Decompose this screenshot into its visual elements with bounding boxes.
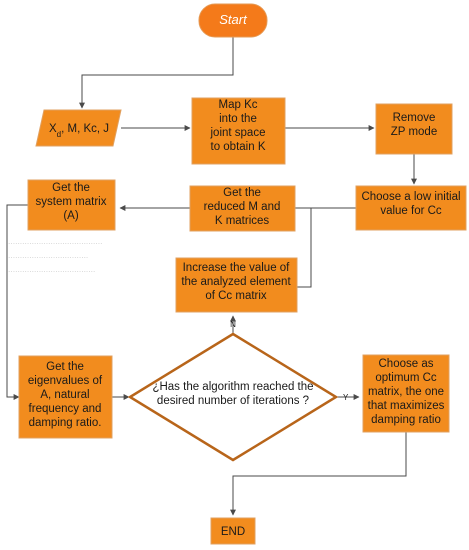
node-label-line: Choose a low initial	[361, 191, 460, 203]
end-label: END	[221, 526, 245, 538]
node-label-line: frequency and	[29, 403, 102, 415]
map-kc-node	[191, 97, 286, 165]
node-label-line: matrix, the one	[368, 386, 444, 398]
reduced-matrices-label: Get the reduced M and K matrices	[204, 187, 281, 227]
ghost-text-1: ........................................	[8, 236, 103, 246]
node-label-line: into the	[219, 113, 257, 125]
node-label-line: system matrix	[36, 196, 107, 208]
node-label-line: desired number of iterations ?	[157, 395, 309, 407]
remove-zp-node	[375, 103, 453, 155]
node-label-line: to obtain K	[211, 141, 266, 153]
eigenvalues-label: Get the eigenvalues of A, natural frequency…	[28, 361, 103, 429]
node-label-line: damping ratio.	[29, 417, 102, 429]
increase-cc-label: Increase the value of the analyzed elemen…	[181, 262, 291, 302]
node-label-line: optimum Cc	[375, 372, 437, 384]
remove-zp-label: Remove ZP mode	[391, 112, 437, 138]
map-kc-label: Map Kc into the joint space to obtain K	[210, 99, 266, 153]
edge-optimum-to-end	[230, 432, 407, 516]
connectors	[6, 37, 417, 516]
node-label-line: eigenvalues of	[28, 375, 103, 387]
node-label-line: Remove	[393, 112, 436, 124]
inputs-node	[35, 109, 122, 147]
optimum-label: Choose as optimum Cc matrix, the one that m…	[368, 358, 445, 426]
choose-initial-node	[355, 185, 467, 231]
node-label-line: of Cc matrix	[205, 290, 267, 302]
decision-node	[127, 332, 339, 462]
node-label-line: Map Kc	[219, 99, 258, 111]
edge-label-no: N	[230, 320, 236, 329]
node-label-line: Increase the value of	[183, 262, 291, 274]
node-label-line: damping ratio	[371, 414, 441, 426]
end-node	[210, 517, 256, 545]
increase-cc-node	[175, 257, 298, 313]
eigenvalues-node	[18, 355, 113, 439]
ghost-text-2: ..................................	[8, 250, 89, 260]
ghost-text-3: .....................................	[8, 264, 96, 274]
reduced-matrices-node	[189, 185, 296, 232]
node-label-line: Choose as	[379, 358, 434, 370]
inputs-label: Xd, M, Kc, J	[49, 123, 109, 139]
node-label-line: (A)	[63, 210, 79, 222]
system-matrix-node	[27, 179, 116, 231]
node-label-line: Get the	[46, 361, 84, 373]
start-node	[198, 3, 268, 38]
node-label-line: ZP mode	[391, 126, 437, 138]
node-label-line: Get the	[52, 182, 90, 194]
edge-increase-to-reduced	[295, 207, 312, 288]
edge-system-to-eigen	[6, 204, 28, 400]
decision-label: ¿Has the algorithm reached the desired nu…	[152, 381, 313, 407]
edge-label-yes: Y	[343, 393, 349, 402]
node-label-line: value for Cc	[380, 205, 442, 217]
start-label: Start	[219, 12, 248, 27]
node-label-line: A, natural	[40, 389, 89, 401]
edge-start-to-inputs	[79, 37, 234, 109]
optimum-node	[362, 354, 450, 433]
node-label-line: K matrices	[215, 215, 270, 227]
system-matrix-label: Get the system matrix (A)	[36, 182, 107, 222]
node-label-line: joint space	[210, 127, 266, 139]
node-label-line: that maximizes	[368, 400, 445, 412]
choose-initial-label: Choose a low initial value for Cc	[361, 191, 460, 217]
node-label-line: Get the	[223, 187, 261, 199]
node-label-line: reduced M and	[204, 201, 281, 213]
node-label-line: ¿Has the algorithm reached the	[152, 381, 313, 393]
node-label-line: the analyzed element	[181, 276, 291, 288]
